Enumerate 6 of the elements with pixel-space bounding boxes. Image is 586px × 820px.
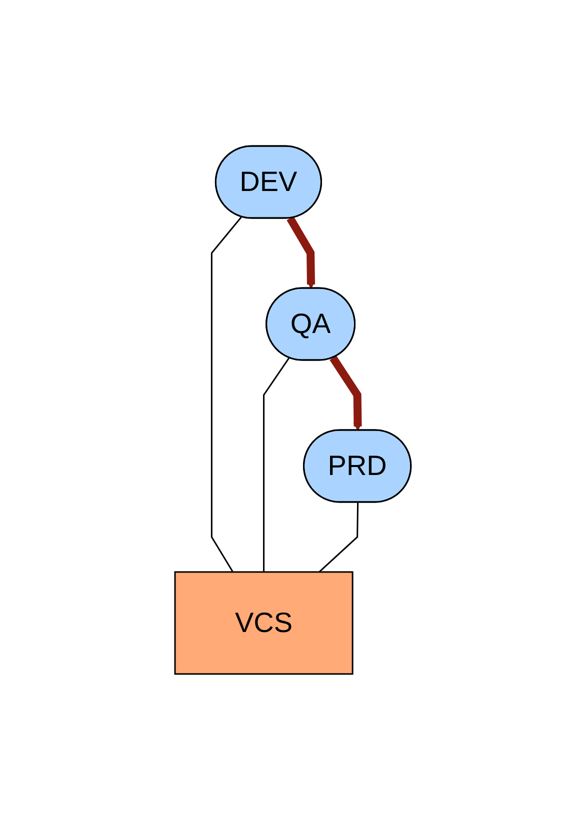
node-box: VCS — [174, 571, 354, 675]
connector — [211, 216, 242, 572]
connector — [263, 357, 290, 572]
arrow — [330, 356, 362, 431]
arrow — [286, 216, 316, 289]
connector — [318, 502, 359, 573]
